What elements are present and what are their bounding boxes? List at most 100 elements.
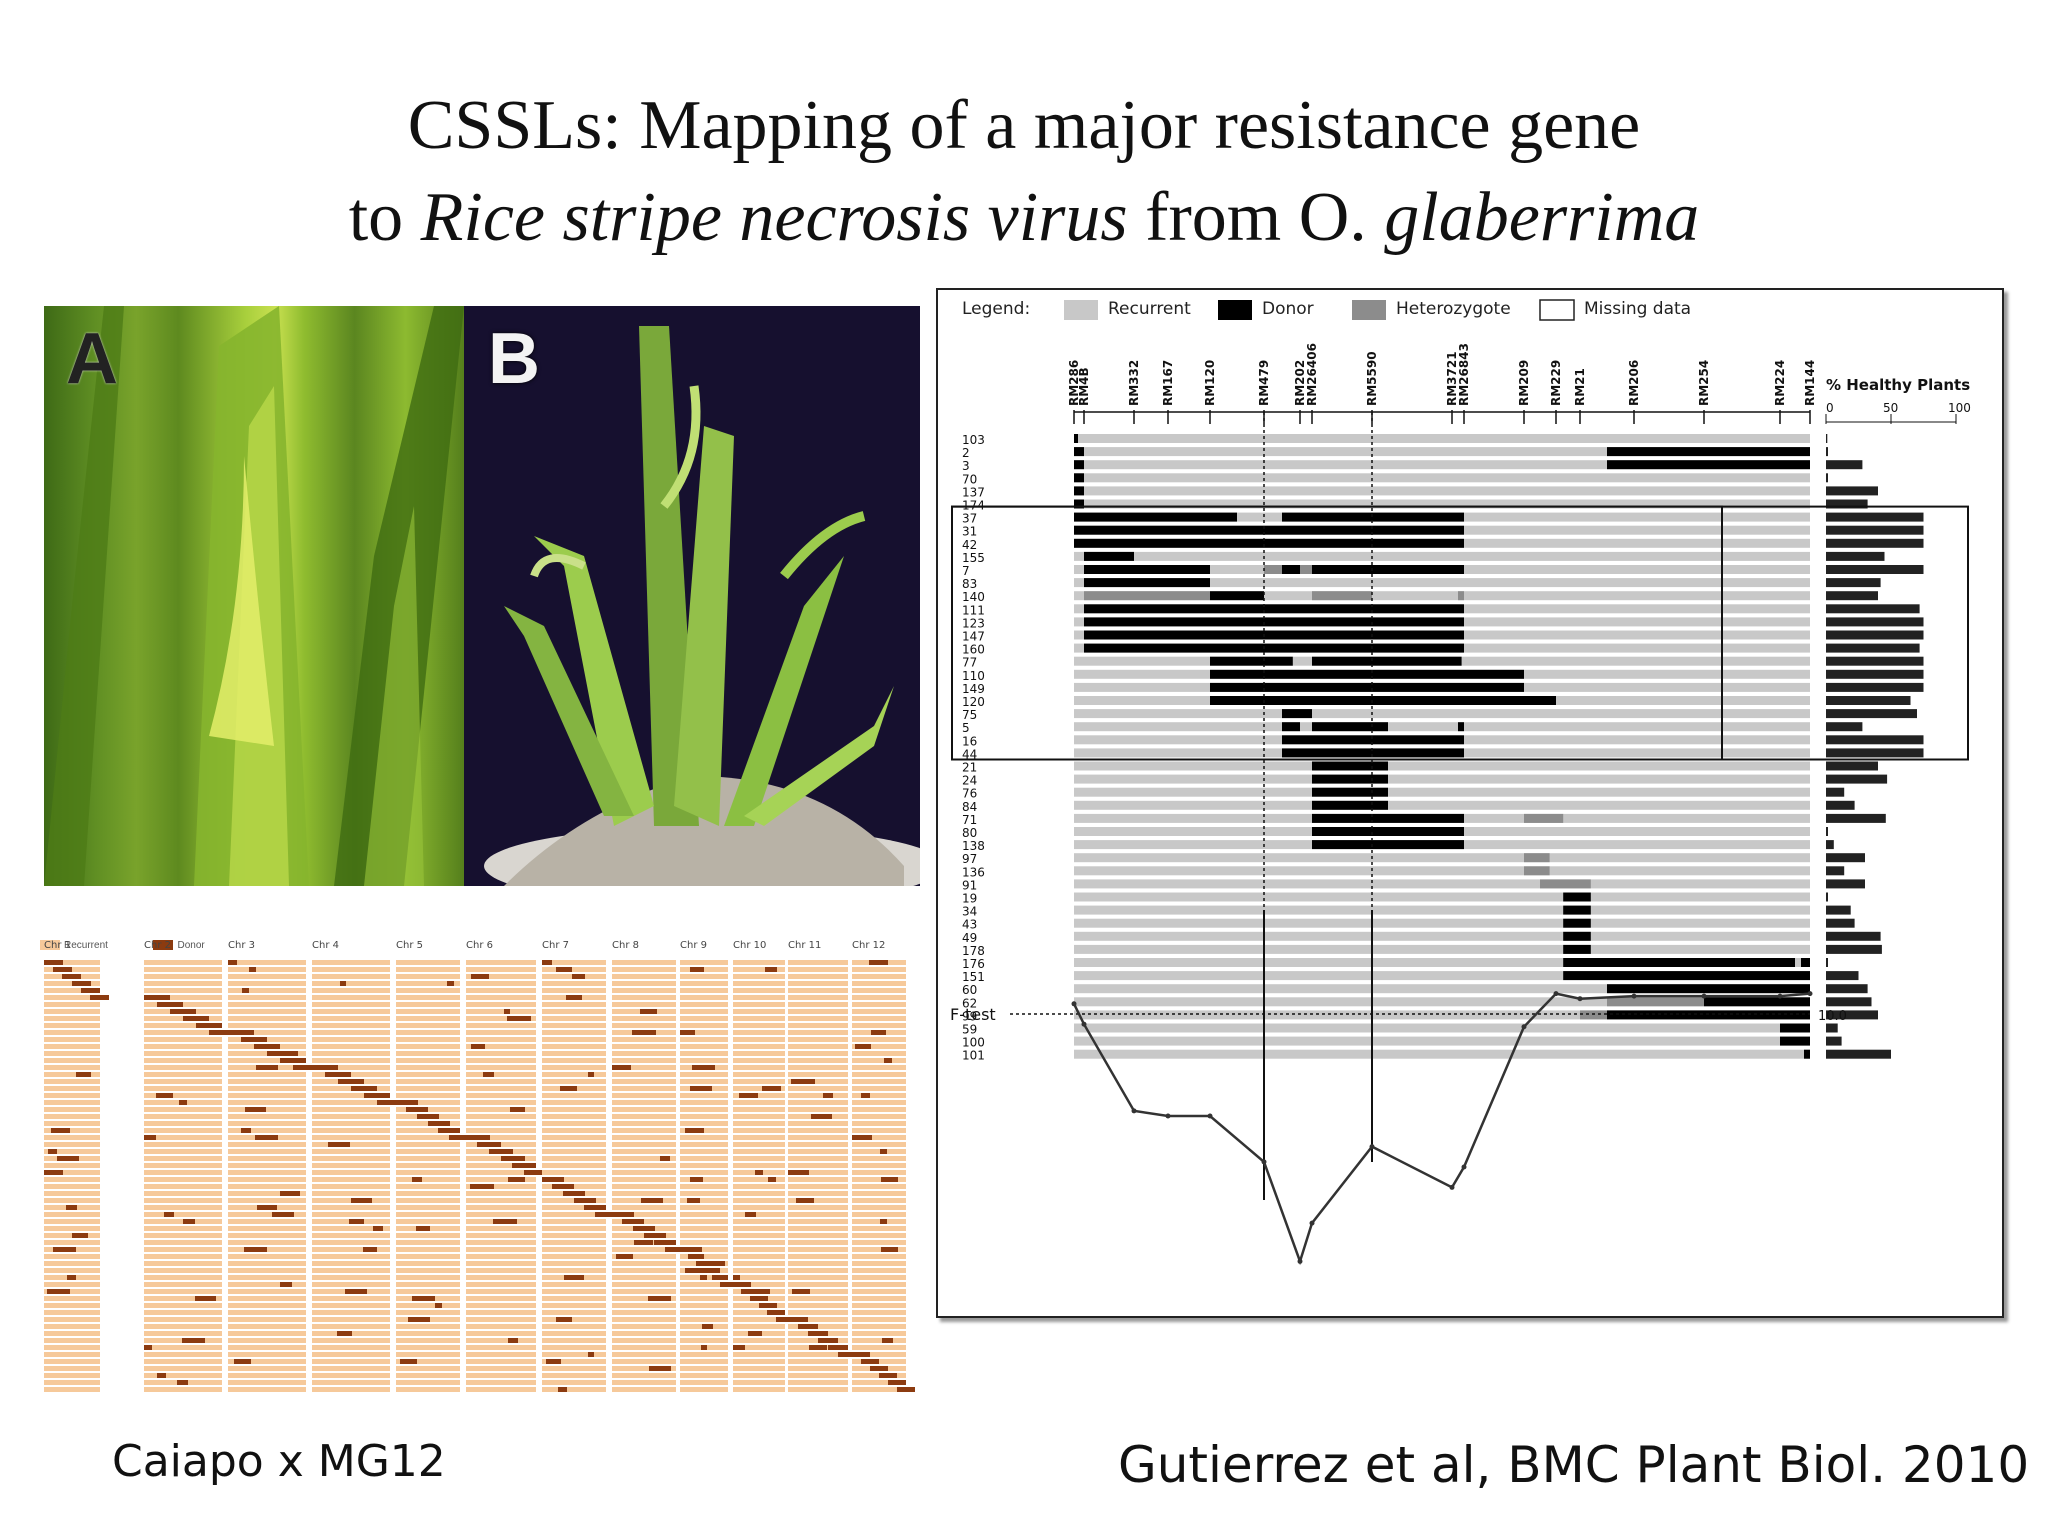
recurrent-segment xyxy=(312,1226,390,1231)
recurrent-segment xyxy=(542,1240,606,1245)
recurrent-segment xyxy=(466,1373,536,1378)
genotype-row: 140 xyxy=(962,590,1878,604)
recurrent-segment xyxy=(396,1310,460,1315)
recurrent-segment xyxy=(612,1065,676,1070)
recurrent-segment xyxy=(44,988,100,993)
donor-segment xyxy=(377,1100,403,1105)
recurrent-segment xyxy=(612,1086,676,1091)
recurrent-segment xyxy=(612,1100,676,1105)
donor-segment xyxy=(489,1149,513,1154)
healthy-bar xyxy=(1826,538,1924,548)
donor-segment xyxy=(588,1352,594,1357)
legend-title: Legend: xyxy=(962,299,1030,319)
recurrent-segment xyxy=(542,1170,606,1175)
donor-segment xyxy=(1312,774,1388,784)
recurrent-segment xyxy=(228,1114,306,1119)
recurrent-segment xyxy=(396,1331,460,1336)
donor-segment xyxy=(1282,565,1300,574)
recurrent-segment xyxy=(228,1282,306,1287)
recurrent-segment xyxy=(44,1282,100,1287)
healthy-bar xyxy=(1826,1049,1891,1059)
donor-segment xyxy=(888,1380,906,1385)
recurrent-segment xyxy=(312,1002,390,1007)
donor-segment xyxy=(546,1359,561,1364)
donor-segment xyxy=(53,1247,76,1252)
recurrent-segment xyxy=(733,1086,785,1091)
donor-segment xyxy=(1563,944,1591,954)
donor-segment xyxy=(1563,971,1810,981)
recurrent-segment xyxy=(396,1135,460,1140)
recurrent-segment xyxy=(788,974,848,979)
donor-segment xyxy=(1607,984,1810,994)
recurrent-segment xyxy=(852,1107,906,1112)
recurrent-segment xyxy=(788,1184,848,1189)
recurrent-segment xyxy=(228,1268,306,1273)
recurrent-segment xyxy=(228,1310,306,1315)
recurrent-segment xyxy=(44,1142,100,1147)
donor-segment xyxy=(641,1198,663,1203)
recurrent-segment xyxy=(612,1156,676,1161)
recurrent-segment xyxy=(733,1254,785,1259)
recurrent-segment xyxy=(612,1135,676,1140)
recurrent-segment xyxy=(733,1142,785,1147)
recurrent-segment xyxy=(733,1149,785,1154)
recurrent-segment xyxy=(733,1100,785,1105)
donor-segment xyxy=(1074,538,1464,548)
healthy-tick-label: 0 xyxy=(1826,401,1834,415)
recurrent-segment xyxy=(852,1205,906,1210)
photo-a-leaf-symptoms: A xyxy=(44,306,464,886)
donor-segment xyxy=(1804,1049,1810,1059)
recurrent-segment xyxy=(44,1359,100,1364)
healthy-bar xyxy=(1826,944,1882,954)
donor-segment xyxy=(325,1072,351,1077)
recurrent-segment xyxy=(788,1317,848,1322)
donor-segment xyxy=(733,1345,745,1350)
donor-segment xyxy=(880,1149,887,1154)
donor-segment xyxy=(280,1058,306,1063)
recurrent-segment xyxy=(312,1310,390,1315)
donor-segment xyxy=(196,1023,222,1028)
chromosome-column: Chr 5 xyxy=(396,940,471,1392)
recurrent-segment xyxy=(396,1037,460,1042)
recurrent-segment xyxy=(44,1093,100,1098)
recurrent-segment xyxy=(788,995,848,1000)
recurrent-segment xyxy=(466,1121,536,1126)
donor-segment xyxy=(504,1009,510,1014)
slide-title: CSSLs: Mapping of a major resistance gen… xyxy=(0,80,2048,264)
marker-label: RM332 xyxy=(1127,360,1141,406)
recurrent-segment xyxy=(542,1261,606,1266)
recurrent-segment xyxy=(612,1324,676,1329)
recurrent-segment xyxy=(396,1380,460,1385)
recurrent-segment xyxy=(788,1079,848,1084)
recurrent-segment xyxy=(680,1142,728,1147)
marker-label: RM479 xyxy=(1257,360,1271,406)
marker-label: RM4B xyxy=(1077,367,1091,406)
donor-segment xyxy=(720,1282,736,1287)
recurrent-bar xyxy=(1074,499,1810,509)
recurrent-segment xyxy=(788,981,848,986)
healthy-bar xyxy=(1826,1010,1878,1020)
recurrent-segment xyxy=(542,1156,606,1161)
donor-segment xyxy=(351,1198,372,1203)
donor-segment xyxy=(595,1212,617,1217)
donor-segment xyxy=(1312,656,1462,666)
recurrent-segment xyxy=(228,1142,306,1147)
recurrent-segment xyxy=(228,1387,306,1392)
chromosome-column: Chr 11 xyxy=(788,940,858,1392)
donor-segment xyxy=(1704,997,1810,1007)
chromosome-column: Chr 10 xyxy=(733,940,794,1392)
recurrent-segment xyxy=(852,1002,906,1007)
ftest-point xyxy=(1071,1001,1077,1007)
recurrent-segment xyxy=(44,1177,100,1182)
recurrent-bar xyxy=(1074,866,1810,876)
recurrent-segment xyxy=(228,1016,306,1021)
ftest-point xyxy=(1309,1220,1315,1226)
recurrent-segment xyxy=(612,1282,676,1287)
ftest-point xyxy=(1777,993,1783,999)
donor-segment xyxy=(733,1282,751,1287)
donor-segment xyxy=(879,1373,897,1378)
genotype-row: 7 xyxy=(962,564,1924,578)
recurrent-segment xyxy=(680,1282,728,1287)
healthy-bar xyxy=(1826,696,1911,705)
recurrent-segment xyxy=(44,1170,100,1175)
